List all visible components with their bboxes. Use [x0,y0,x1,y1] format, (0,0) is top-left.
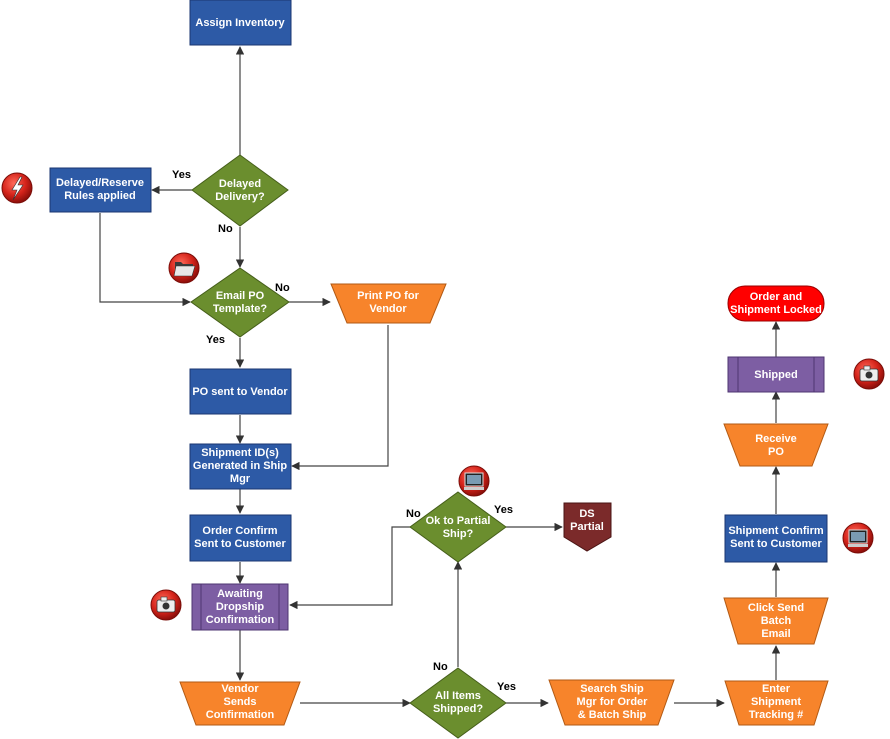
awaiting-line1: Awaiting [217,588,263,600]
delayed-reserve-line1: Delayed/Reserve [56,177,144,189]
email-po-line1: Email PO [216,290,265,302]
node-enter-tracking: Enter Shipment Tracking # [724,680,829,726]
delayed-reserve-line2: Rules applied [64,190,136,202]
enter-tracking-line3: Tracking # [749,709,803,721]
node-assign-inventory: Assign Inventory [189,0,292,46]
print-po-line1: Print PO for [357,290,419,302]
click-send-line2: Batch [761,615,792,627]
ds-partial-line2: Partial [570,521,604,533]
decision-ok-partial: Ok to Partial Ship? [409,491,507,563]
monitor-icon [842,522,874,554]
node-search-ship-mgr: Search Ship Mgr for Order & Batch Ship [548,679,675,726]
node-click-send: Click Send Batch Email [723,597,829,645]
vendor-sends-line1: Vendor [221,683,259,695]
search-ship-line1: Search Ship [580,683,644,695]
shipment-ids-line2: Generated in Ship [193,460,287,472]
edge-label-email-no: No [275,282,290,294]
shipment-ids-line3: Mgr [230,473,251,485]
edge-labels: Yes No No Yes No Yes No Yes [172,169,516,693]
order-confirm-line2: Sent to Customer [194,538,286,550]
awaiting-line3: Confirmation [206,614,275,626]
shipped-label: Shipped [754,369,797,381]
delayed-delivery-line2: Delivery? [215,191,265,203]
assign-inventory-label: Assign Inventory [195,17,285,29]
ok-partial-line2: Ship? [443,528,474,540]
all-items-line2: Shipped? [433,703,483,715]
receive-po-line2: PO [768,446,784,458]
po-sent-label: PO sent to Vendor [192,386,288,398]
search-ship-line2: Mgr for Order [577,696,649,708]
decision-delayed-delivery: Delayed Delivery? [191,154,289,227]
decision-all-items-shipped: All Items Shipped? [409,667,507,739]
order-confirm-line1: Order Confirm [202,525,277,537]
vendor-sends-line2: Sends [223,696,256,708]
folder-icon [168,252,200,284]
vendor-sends-line3: Confirmation [206,709,275,721]
node-ds-partial: DS Partial [563,502,612,552]
awaiting-line2: Dropship [216,601,265,613]
click-send-line1: Click Send [748,602,804,614]
node-po-sent: PO sent to Vendor [189,368,292,415]
node-shipped: Shipped [727,356,825,393]
email-po-line2: Template? [213,303,267,315]
enter-tracking-line2: Shipment [751,696,801,708]
ds-partial-line1: DS [579,508,594,520]
click-send-line3: Email [761,628,790,640]
delayed-delivery-line1: Delayed [219,178,261,190]
enter-tracking-line1: Enter [762,683,791,695]
shipment-confirm-line1: Shipment Confirm [728,525,824,537]
order-locked-line2: Shipment Locked [730,304,822,316]
node-vendor-sends: Vendor Sends Confirmation [179,681,301,726]
edge-label-delayed-yes: Yes [172,169,191,181]
edge-label-partial-yes: Yes [494,504,513,516]
edge-print-to-shipment [291,325,389,471]
node-print-po: Print PO for Vendor [330,283,447,324]
node-delayed-reserve: Delayed/Reserve Rules applied [49,167,152,213]
shipment-ids-line1: Shipment ID(s) [201,447,279,459]
node-order-locked: Order and Shipment Locked [727,285,825,322]
ok-partial-line1: Ok to Partial [426,515,491,527]
receive-po-line1: Receive [755,433,797,445]
search-ship-line3: & Batch Ship [578,709,647,721]
node-receive-po: Receive PO [723,423,829,467]
edge-label-partial-no: No [406,508,421,520]
node-shipment-confirm: Shipment Confirm Sent to Customer [724,514,828,563]
camera-icon [853,358,885,390]
lightning-icon [1,172,33,204]
print-po-line2: Vendor [369,303,407,315]
shipment-confirm-line2: Sent to Customer [730,538,822,550]
edge-label-all-no: No [433,661,448,673]
edge-partial-no [289,526,411,610]
node-awaiting-dropship: Awaiting Dropship Confirmation [191,583,289,631]
decision-email-po-template: Email PO Template? [190,267,290,338]
node-order-confirm: Order Confirm Sent to Customer [189,514,292,562]
monitor-icon [458,465,490,497]
edge-reserve-to-email [99,213,191,307]
order-locked-line1: Order and [750,291,803,303]
edge-label-email-yes: Yes [206,334,225,346]
all-items-line1: All Items [435,690,481,702]
node-shipment-ids: Shipment ID(s) Generated in Ship Mgr [189,443,292,490]
connectors [99,46,781,708]
edge-label-delayed-no: No [218,223,233,235]
edge-label-all-yes: Yes [497,681,516,693]
camera-icon [150,589,182,621]
